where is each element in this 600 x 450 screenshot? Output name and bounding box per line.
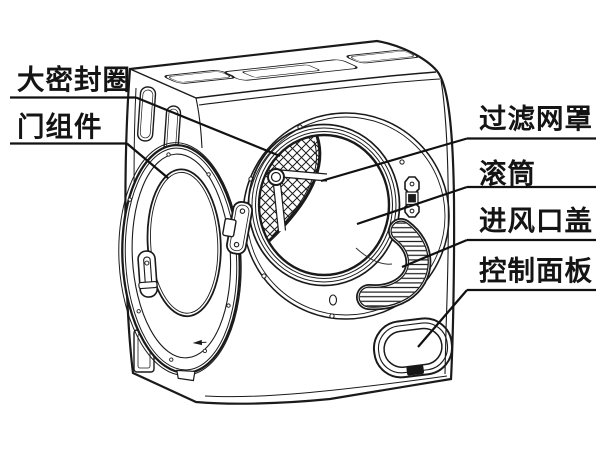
top-front-edge-inner [198,78,441,106]
top-panel-middle [224,59,358,81]
door-hinge [222,201,254,255]
door-arrow-mark [192,339,207,346]
filter-mesh [258,135,328,244]
label-control-panel: 控制面板 [479,255,593,287]
small-vent-hole [328,294,338,306]
callout-air-inlet-cover [401,238,596,269]
label-air-inlet-cover: 进风口盖 [479,205,593,237]
drum-interior-arc [355,247,393,265]
label-filter-mesh-cover: 过滤网罩 [479,103,593,135]
front-left-corner-seam [195,97,203,149]
leader-line-filter-mesh-cover [320,137,468,183]
air-inlet-grille [356,218,432,311]
leader-line-air-inlet-cover [401,238,468,269]
label-texts: 大密封圈 门组件 过滤网罩 滚筒 进风口盖 控制面板 [17,64,593,287]
callout-large-seal-ring [10,96,281,158]
door-screws [127,152,235,362]
top-left-edge [129,68,197,99]
door-glass [146,168,222,318]
leader-line-drum [356,185,468,226]
filter-hub [267,168,285,186]
side-groove [136,86,157,142]
callout-door-assembly [10,142,169,179]
callout-drum [356,185,596,226]
top-panel-right [346,49,419,64]
door-bottom-tab [176,369,196,382]
door-assembly-drawing [118,142,242,382]
label-large-seal-ring: 大密封圈 [17,64,131,96]
filter-spokes [272,169,328,232]
bottom-edge-inner [204,375,448,398]
leader-line-door-assembly [126,142,169,179]
top-front-edge [195,71,437,99]
right-edge-inner [440,79,449,375]
filter-mesh-surface [258,136,320,242]
callouts [10,96,596,348]
callout-filter-mesh-cover [320,137,596,183]
control-panel-mark [406,364,424,376]
top-panels [164,49,419,84]
label-drum: 滚筒 [479,158,536,190]
control-panel [372,317,454,379]
door-latch [137,250,158,298]
leader-line-control-panel [417,289,468,348]
top-panel-left [164,70,235,84]
label-door-assembly: 门组件 [17,111,103,143]
leader-line-large-seal-ring [135,96,281,158]
callout-control-panel [417,288,596,348]
latch-striker [404,176,420,218]
